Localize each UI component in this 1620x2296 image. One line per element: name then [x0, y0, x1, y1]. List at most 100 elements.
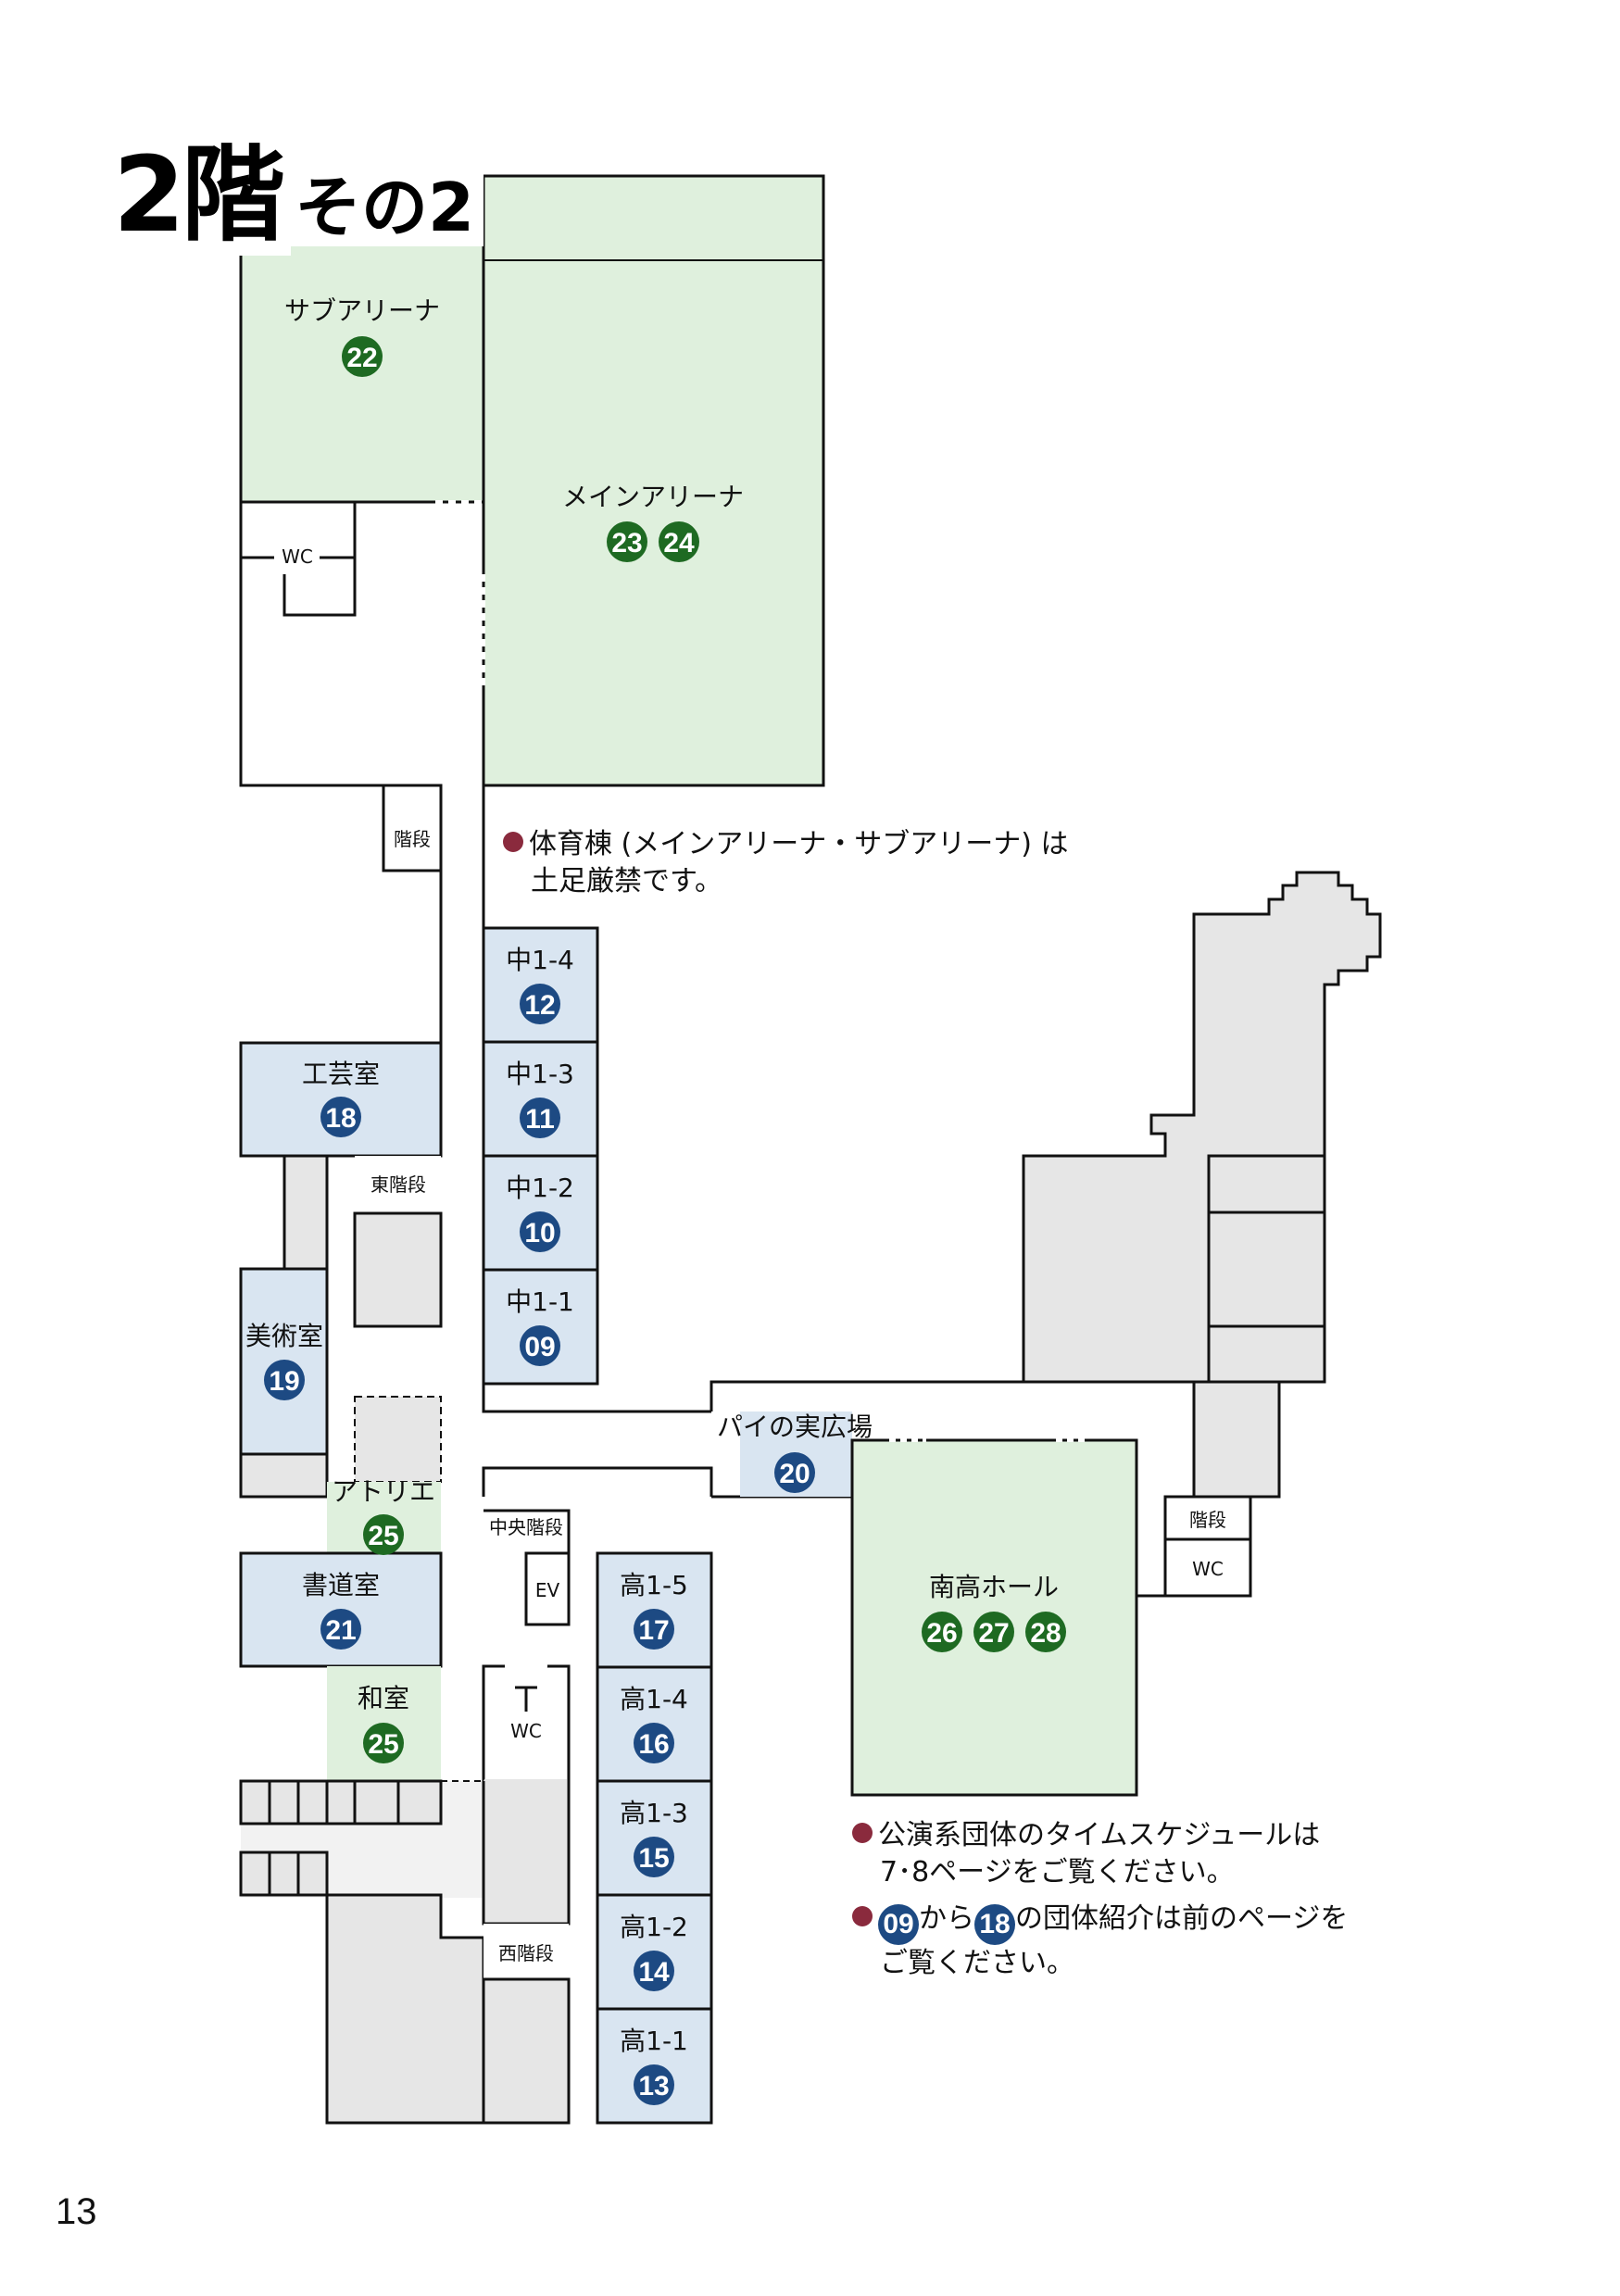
note-schedule-line1: 公演系団体のタイムスケジュールは	[878, 1819, 1321, 1851]
badge-inline-09: 09	[878, 1904, 919, 1945]
svg-text:14: 14	[638, 1957, 670, 1988]
stairs-right-box	[1163, 1495, 1252, 1541]
west-lower-block	[325, 1893, 485, 2125]
note-arena-line1: 体育棟 (メインアリーナ・サブアリーナ) は	[529, 828, 1069, 860]
sub-arena-label: サブアリーナ	[284, 295, 440, 326]
bullet-icon	[852, 1906, 873, 1926]
main-arena-room	[482, 174, 825, 787]
bullet-icon	[852, 1823, 873, 1843]
stairs-top	[382, 784, 443, 872]
badge-15: 15	[634, 1837, 674, 1877]
east-lower-block	[1192, 1380, 1281, 1499]
ko11-label: 高1-1	[620, 2026, 688, 2056]
badge-27: 27	[973, 1612, 1014, 1652]
grey-block-b	[239, 1452, 329, 1499]
main-arena-label: メインアリーナ	[562, 482, 744, 512]
svg-text:15: 15	[638, 1843, 669, 1874]
note-schedule-line2: 7･8ページをご覧ください。	[880, 1856, 1235, 1888]
badge-16: 16	[634, 1723, 674, 1763]
wc-top-label: WC	[282, 546, 313, 568]
japanese-label: 和室	[358, 1683, 409, 1713]
sub-arena-wall	[239, 213, 485, 504]
svg-text:19: 19	[269, 1366, 299, 1397]
ko12-label: 高1-2	[620, 1912, 688, 1942]
wc-top-walls	[241, 500, 357, 617]
nanko-hall-label: 南高ホール	[929, 1572, 1059, 1602]
note-schedule: 公演系団体のタイムスケジュールは 7･8ページをご覧ください。	[852, 1817, 1320, 1891]
art-label: 美術室	[245, 1321, 323, 1351]
svg-text:12: 12	[524, 990, 555, 1021]
grey-block-a	[283, 1154, 329, 1271]
svg-text:23: 23	[611, 528, 642, 558]
west-lower-cells-2	[239, 1851, 329, 1897]
chu14-label: 中1-4	[506, 945, 574, 975]
note-intro-line2: ご覧ください。	[880, 1947, 1074, 1979]
svg-text:18: 18	[325, 1103, 356, 1134]
badge-13: 13	[634, 2064, 674, 2105]
ko15-label: 高1-5	[620, 1570, 688, 1600]
svg-text:25: 25	[368, 1521, 398, 1551]
wc-right-box	[1163, 1537, 1252, 1598]
title-part: その2	[284, 169, 484, 246]
badge-23: 23	[607, 521, 647, 562]
page-number: 13	[56, 2191, 97, 2232]
badge-12: 12	[520, 984, 560, 1024]
west-stairs-box	[483, 1924, 569, 1979]
dashed-grey-box	[354, 1396, 442, 1483]
ev-label: EV	[535, 1579, 560, 1601]
east-stairs-label: 東階段	[370, 1173, 426, 1196]
svg-text:25: 25	[368, 1729, 398, 1760]
craft-label: 工芸室	[302, 1059, 380, 1089]
svg-text:24: 24	[663, 528, 695, 558]
svg-text:28: 28	[1030, 1618, 1061, 1649]
gym-west-corridor-wall	[239, 502, 440, 787]
central-stairs-wall	[482, 1466, 713, 1497]
chu12-label: 中1-2	[506, 1173, 574, 1203]
east-cell-a	[1207, 1154, 1326, 1214]
badge-28: 28	[1025, 1612, 1066, 1652]
ko14-label: 高1-4	[620, 1684, 688, 1714]
svg-text:16: 16	[638, 1729, 669, 1760]
east-stairs-box	[355, 1156, 441, 1213]
svg-text:11: 11	[525, 1104, 555, 1135]
svg-text:22: 22	[346, 343, 377, 373]
badge-17: 17	[634, 1609, 674, 1650]
svg-text:10: 10	[524, 1218, 555, 1248]
badge-inline-18: 18	[974, 1904, 1015, 1945]
svg-text:27: 27	[978, 1618, 1009, 1649]
badge-26: 26	[922, 1612, 962, 1652]
stairs-right-label: 階段	[1189, 1509, 1226, 1531]
chu13-label: 中1-3	[506, 1059, 574, 1089]
wc-mid-walls	[482, 1664, 505, 1781]
badge-20: 20	[774, 1452, 815, 1493]
note-arena: 体育棟 (メインアリーナ・サブアリーナ) は 土足厳禁です。	[503, 826, 1068, 900]
plaza-corridor-top	[710, 1380, 1023, 1411]
badge-19: 19	[264, 1360, 305, 1400]
ev-box	[524, 1551, 571, 1626]
note-arena-line2: 土足厳禁です。	[531, 865, 722, 897]
central-stairs-box	[483, 1509, 571, 1553]
calligraphy-label: 書道室	[302, 1570, 380, 1600]
east-cell-c	[1207, 1324, 1326, 1384]
badge-14: 14	[634, 1951, 674, 1991]
badge-09: 09	[520, 1325, 560, 1366]
badge-10: 10	[520, 1211, 560, 1252]
pie-plaza-label: パイの実広場	[717, 1411, 873, 1442]
west-lower-cells	[239, 1779, 443, 1826]
badge-21: 21	[320, 1609, 361, 1650]
atelier-label: アトリエ	[332, 1476, 435, 1507]
east-building	[1022, 871, 1382, 1384]
badge-11: 11	[520, 1098, 560, 1138]
page-title: 2階その2	[109, 111, 484, 261]
badge-18: 18	[320, 1097, 361, 1137]
badge-22: 22	[342, 336, 383, 377]
svg-text:26: 26	[926, 1618, 957, 1649]
stairs-top-label: 階段	[394, 828, 431, 850]
chu11-label: 中1-1	[506, 1286, 574, 1317]
ko13-label: 高1-3	[620, 1798, 688, 1828]
wc-right-label: WC	[1192, 1558, 1224, 1580]
badge-25-atelier: 25	[363, 1514, 404, 1555]
east-stairs-block	[353, 1211, 443, 1328]
